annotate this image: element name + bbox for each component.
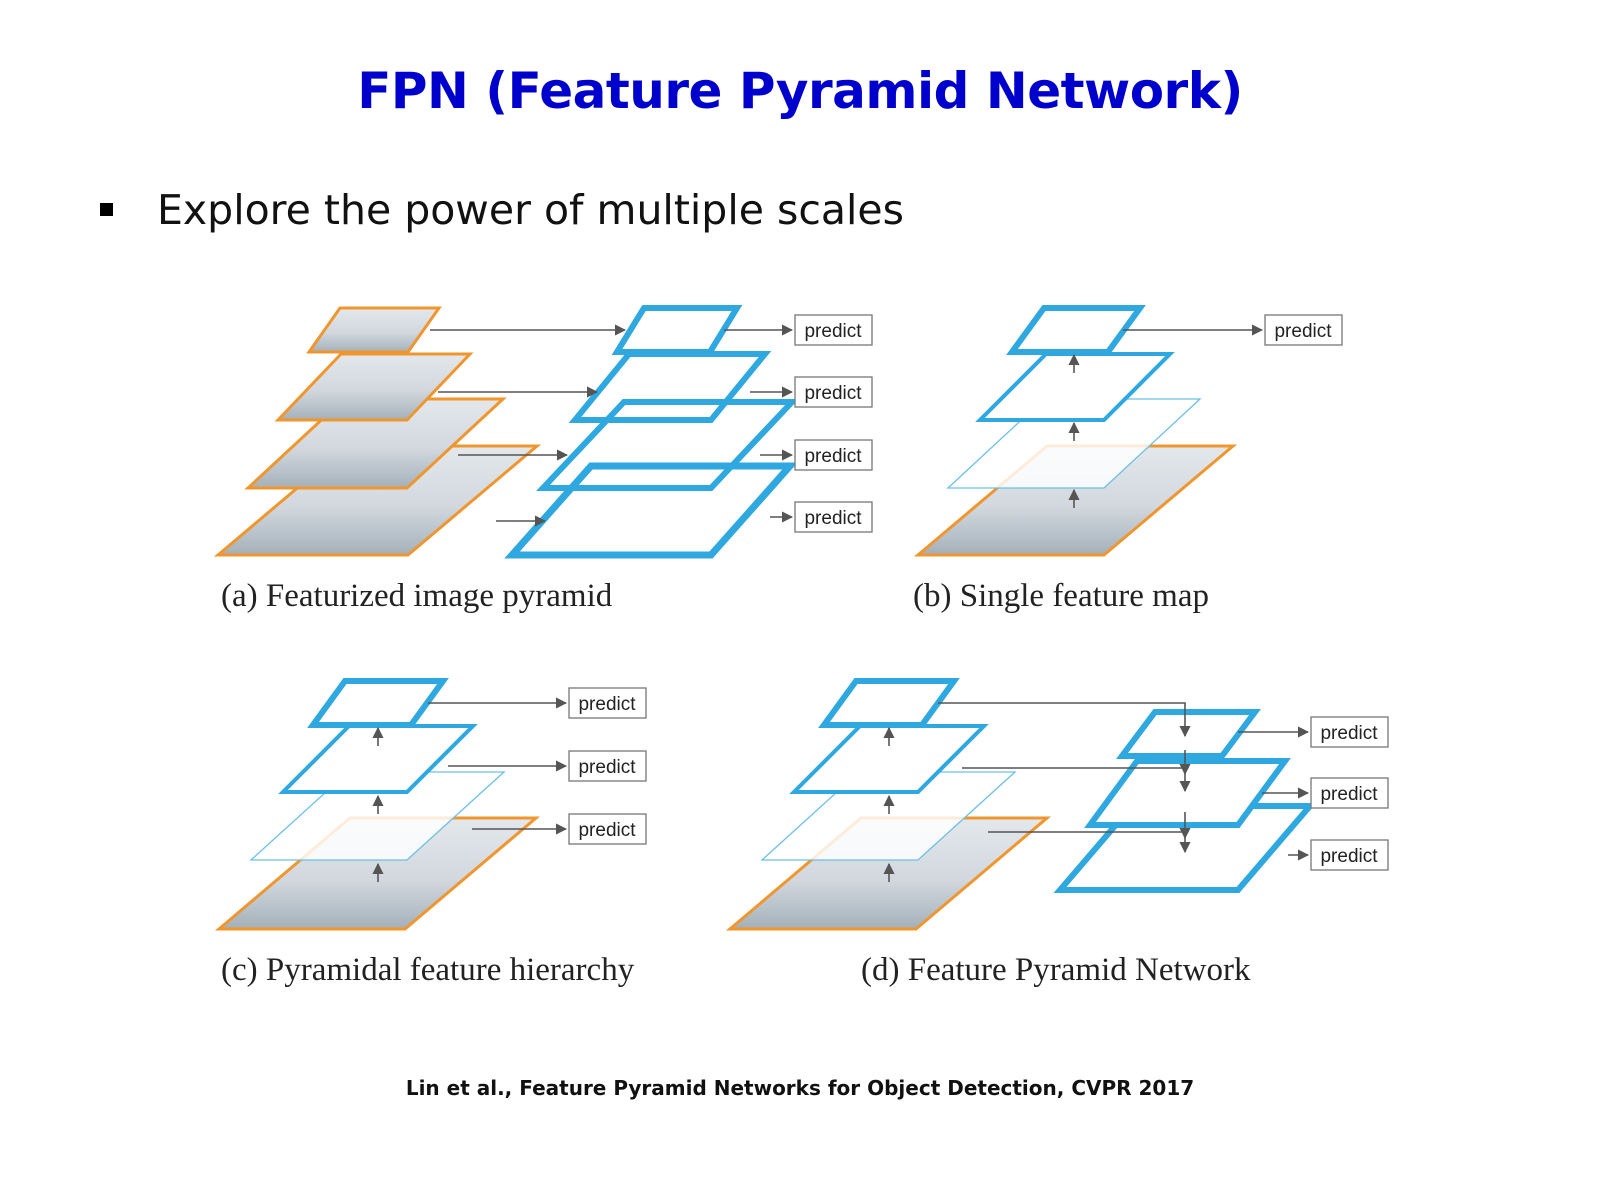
caption-d: (d) Feature Pyramid Network xyxy=(861,952,1251,988)
caption-a: (a) Featurized image pyramid xyxy=(221,578,613,614)
predict-box: predict xyxy=(1310,716,1389,748)
top-down-layer-2 xyxy=(1084,758,1291,828)
feature-maps xyxy=(504,305,799,559)
feature-map-1 xyxy=(611,305,743,355)
predict-box: predict xyxy=(794,501,873,533)
feature-layer-2 xyxy=(278,724,478,794)
feature-map-4 xyxy=(504,462,798,559)
panel-b-single-feature-map: predict (b) Single feature map xyxy=(913,305,1343,614)
slide-title: FPN (Feature Pyramid Network) xyxy=(357,62,1243,120)
feature-layer-3 xyxy=(946,398,1202,489)
feature-to-predict-arrows xyxy=(1238,726,1310,861)
predict-label: predict xyxy=(578,820,636,841)
predict-box: predict xyxy=(794,439,873,471)
predict-box: predict xyxy=(1264,314,1343,346)
predict-label: predict xyxy=(1274,321,1332,342)
panel-a-featurized-image-pyramid: predict predict predict predict (a) Feat… xyxy=(213,305,873,614)
predict-label: predict xyxy=(804,321,862,342)
bullet-text: Explore the power of multiple scales xyxy=(157,186,904,234)
predict-box: predict xyxy=(794,376,873,408)
predict-box: predict xyxy=(1310,839,1389,871)
predict-label: predict xyxy=(804,383,862,404)
predict-label: predict xyxy=(804,508,862,529)
predict-box: predict xyxy=(568,750,647,782)
bullet-point: Explore the power of multiple scales xyxy=(100,186,904,234)
top-down-layer-1 xyxy=(1116,709,1261,759)
feature-map-2 xyxy=(568,351,772,423)
predict-label: predict xyxy=(1320,723,1378,744)
panel-d-feature-pyramid-network: predict predict predict (d) Feature Pyra… xyxy=(725,678,1389,988)
square-bullet-icon xyxy=(100,202,113,216)
bottom-up-layer-3 xyxy=(760,771,1017,861)
lateral-connection-arrows xyxy=(938,702,1191,854)
caption-c: (c) Pyramidal feature hierarchy xyxy=(221,952,635,988)
predict-box: predict xyxy=(1310,777,1389,809)
predict-box: predict xyxy=(568,687,647,719)
predict-label: predict xyxy=(578,694,636,715)
panel-c-pyramidal-feature-hierarchy: predict predict predict (c) Pyramidal fe… xyxy=(214,678,647,988)
bottom-up-layer-1 xyxy=(818,678,960,728)
feature-to-predict-arrows xyxy=(724,324,794,523)
citation: Lin et al., Feature Pyramid Networks for… xyxy=(405,1076,1195,1100)
feature-map-3 xyxy=(536,399,799,491)
caption-b: (b) Single feature map xyxy=(913,578,1209,614)
bottom-up-layer-2 xyxy=(789,724,989,794)
predict-box: predict xyxy=(794,314,873,346)
feature-layer-1 xyxy=(1006,305,1146,355)
feature-layer-2 xyxy=(975,352,1175,422)
predict-label: predict xyxy=(1320,846,1378,867)
image-level-3 xyxy=(244,397,507,490)
image-pyramid xyxy=(213,306,542,557)
image-level-2 xyxy=(274,352,474,422)
predict-label: predict xyxy=(1320,784,1378,805)
image-level-1 xyxy=(306,306,442,354)
predict-box: predict xyxy=(568,813,647,845)
feature-layer-3 xyxy=(249,771,506,861)
feature-to-predict-arrows xyxy=(428,697,568,835)
predict-label: predict xyxy=(578,757,636,778)
image-to-feature-arrows xyxy=(430,324,627,527)
feature-layer-1 xyxy=(307,678,449,728)
predict-label: predict xyxy=(804,446,862,467)
